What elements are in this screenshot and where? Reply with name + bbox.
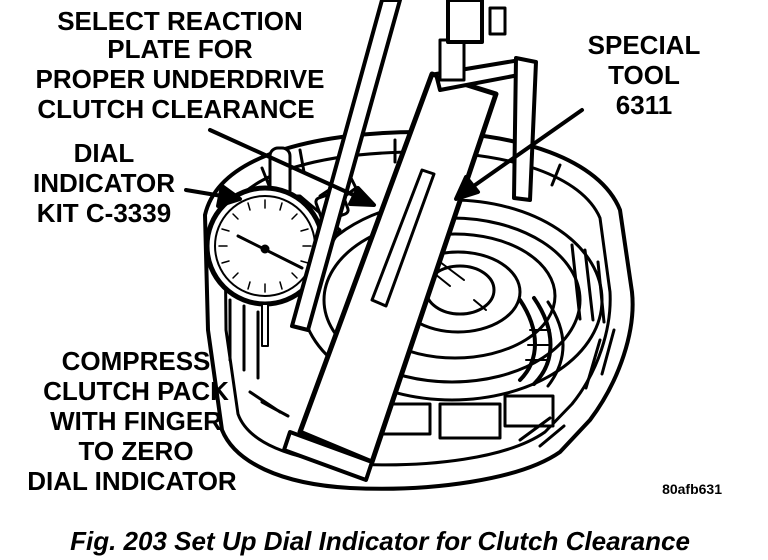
dial-tick-marks <box>218 199 312 293</box>
dial-needle <box>236 234 304 270</box>
callout-special-tool-line2: TOOL <box>608 60 680 90</box>
callout-reaction-plate-line3: PROPER UNDERDRIVE <box>36 64 325 94</box>
callout-dial-indicator: DIAL INDICATOR KIT C-3339 <box>33 138 175 228</box>
transmission-illustration <box>184 0 635 491</box>
reaction-plate-leader <box>208 128 362 200</box>
callout-compress-line5: DIAL INDICATOR <box>27 466 237 496</box>
callout-reaction-plate-line1: SELECT REACTION <box>57 6 303 36</box>
callout-reaction-plate-line4: CLUTCH CLEARANCE <box>37 94 314 124</box>
callout-dial-indicator-line3: KIT C-3339 <box>37 198 171 228</box>
figure-caption: Fig. 203 Set Up Dial Indicator for Clutc… <box>70 526 690 556</box>
indicator-support-rod <box>290 0 402 332</box>
callout-dial-indicator-line2: INDICATOR <box>33 168 175 198</box>
callout-compress-line3: WITH FINGER <box>50 406 222 436</box>
leader-arrows <box>184 108 584 208</box>
callout-reaction-plate-line2: PLATE FOR <box>107 34 253 64</box>
figure-reference-code: 80afb631 <box>662 481 722 497</box>
callout-dial-indicator-line1: DIAL <box>74 138 135 168</box>
drum-teeth <box>228 138 616 448</box>
callout-compress-line4: TO ZERO <box>78 436 193 466</box>
special-tool-arrowhead <box>454 175 480 201</box>
dial-indicator-arrowhead <box>216 184 242 208</box>
callout-special-tool-line3: 6311 <box>616 90 672 120</box>
callout-reaction-plate: SELECT REACTION PLATE FOR PROPER UNDERDR… <box>36 6 325 124</box>
callout-special-tool: SPECIAL TOOL 6311 <box>588 30 701 120</box>
dial-indicator <box>204 146 358 347</box>
special-tool-bar <box>282 0 538 482</box>
callout-compress-line1: COMPRESS <box>62 346 211 376</box>
callout-compress-clutch: COMPRESS CLUTCH PACK WITH FINGER TO ZERO… <box>27 346 237 496</box>
callout-compress-line2: CLUTCH PACK <box>43 376 229 406</box>
reaction-plate-arrowhead <box>348 186 376 207</box>
special-tool-leader <box>466 108 584 192</box>
callout-special-tool-line1: SPECIAL <box>588 30 701 60</box>
dial-indicator-leader <box>184 188 224 198</box>
